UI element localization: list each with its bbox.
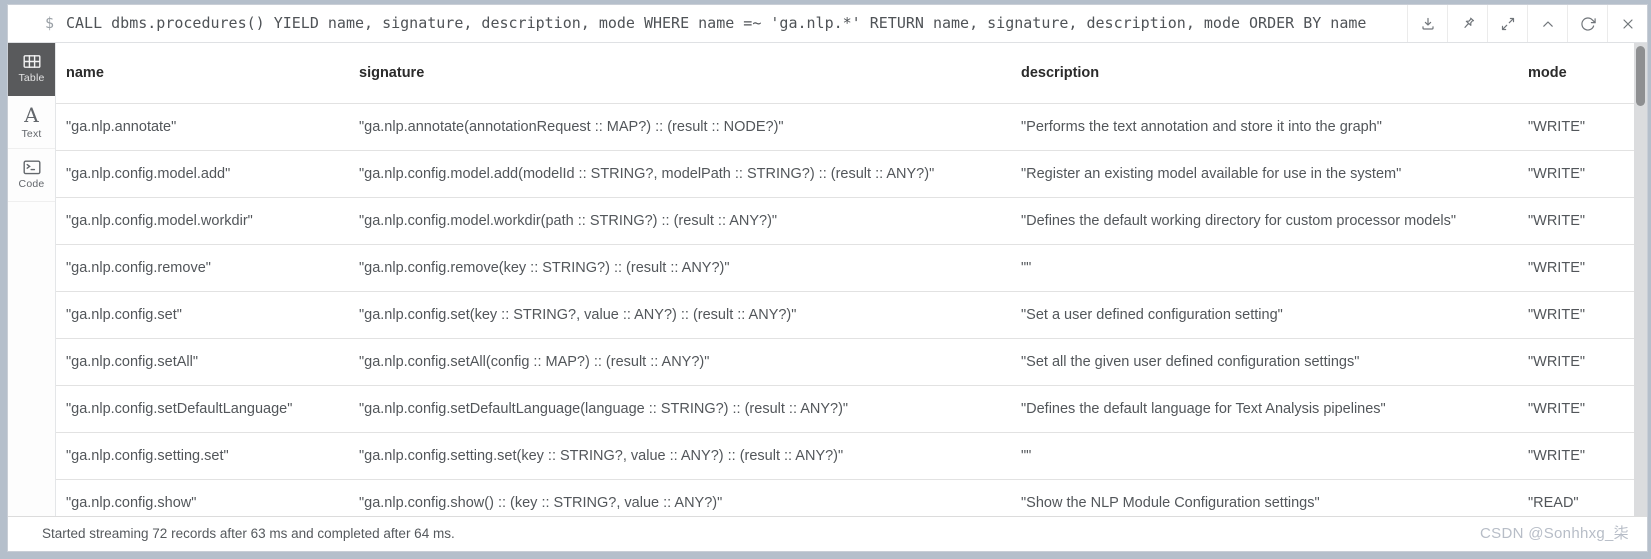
close-icon xyxy=(1622,18,1633,29)
result-frame: $ CALL dbms.procedures() YIELD name, sig… xyxy=(7,4,1648,552)
table-row: "ga.nlp.config.set" "ga.nlp.config.set(ke… xyxy=(56,291,1634,338)
table-cell: "ga.nlp.config.setAll(config :: MAP?) ::… xyxy=(359,354,710,370)
table-row: "ga.nlp.config.show" "ga.nlp.config.show(… xyxy=(56,479,1634,516)
table-cell: "Defines the default working directory f… xyxy=(1021,213,1457,229)
fullscreen-button[interactable] xyxy=(1487,5,1527,42)
table-cell: "WRITE" xyxy=(1528,119,1586,135)
column-header-description: description xyxy=(1021,65,1100,81)
table-cell: "ga.nlp.config.show" xyxy=(66,495,197,511)
table-cell: "WRITE" xyxy=(1528,448,1586,464)
stream-status-text: Started streaming 72 records after 63 ms… xyxy=(42,526,455,541)
table-cell: "ga.nlp.config.set(key :: STRING?, value… xyxy=(359,307,797,323)
column-header-signature: signature xyxy=(359,65,425,81)
collapse-icon xyxy=(1542,20,1553,27)
tab-label: Code xyxy=(18,178,45,190)
result-table-body: "ga.nlp.annotate" "ga.nlp.annotate(annota… xyxy=(56,103,1634,516)
download-icon xyxy=(1421,17,1434,30)
table-cell: "ga.nlp.config.setAll" xyxy=(66,354,199,370)
table-cell: "WRITE" xyxy=(1528,166,1586,182)
table-cell: "ga.nlp.config.model.add" xyxy=(66,166,231,182)
table-cell: "Set all the given user defined configur… xyxy=(1021,354,1360,370)
code-icon xyxy=(23,160,41,175)
view-mode-sidebar: Table A Text Code xyxy=(8,43,56,516)
close-button[interactable] xyxy=(1607,5,1647,42)
query-editor-bar: $ CALL dbms.procedures() YIELD name, sig… xyxy=(8,5,1647,43)
table-cell: "Set a user defined configuration settin… xyxy=(1021,307,1283,323)
table-cell: "ga.nlp.annotate" xyxy=(66,119,177,135)
table-cell: "Performs the text annotation and store … xyxy=(1021,119,1382,135)
pin-button[interactable] xyxy=(1447,5,1487,42)
watermark-text: CSDN @Sonhhxg_柒 xyxy=(1480,525,1629,542)
table-cell: "Defines the default language for Text A… xyxy=(1021,401,1386,417)
column-header-name: name xyxy=(66,65,104,81)
tab-table-view[interactable]: Table xyxy=(8,43,55,96)
table-cell: "Show the NLP Module Configuration setti… xyxy=(1021,495,1320,511)
vertical-scrollbar[interactable] xyxy=(1634,43,1647,516)
table-cell: "WRITE" xyxy=(1528,307,1586,323)
table-row: "ga.nlp.config.setDefaultLanguage" "ga.nl… xyxy=(56,385,1634,432)
table-cell: "ga.nlp.config.remove" xyxy=(66,260,211,276)
table-cell: "WRITE" xyxy=(1528,213,1586,229)
table-cell: "ga.nlp.config.show() :: (key :: STRING?… xyxy=(359,495,723,511)
table-cell: "ga.nlp.config.setDefaultLanguage" xyxy=(66,401,293,417)
table-cell: "ga.nlp.config.model.workdir" xyxy=(66,213,253,229)
cypher-query-input[interactable]: CALL dbms.procedures() YIELD name, signa… xyxy=(66,14,1367,32)
table-cell: "READ" xyxy=(1528,495,1579,511)
table-row: "ga.nlp.config.remove" "ga.nlp.config.rem… xyxy=(56,244,1634,291)
tab-label: Table xyxy=(18,72,45,84)
table-row: "ga.nlp.config.model.add" "ga.nlp.config.… xyxy=(56,150,1634,197)
table-cell: "ga.nlp.config.setting.set" xyxy=(66,448,229,464)
column-header-mode: mode xyxy=(1528,65,1567,81)
rerun-button[interactable] xyxy=(1567,5,1607,42)
table-cell: "ga.nlp.config.set" xyxy=(66,307,182,323)
table-cell: "WRITE" xyxy=(1528,354,1586,370)
download-button[interactable] xyxy=(1407,5,1447,42)
table-row: "ga.nlp.annotate" "ga.nlp.annotate(annota… xyxy=(56,103,1634,150)
table-cell: "" xyxy=(1021,260,1032,276)
frame-action-buttons xyxy=(1407,5,1647,42)
text-icon: A xyxy=(24,102,39,127)
table-icon xyxy=(23,55,41,68)
table-row: "ga.nlp.config.model.workdir" "ga.nlp.con… xyxy=(56,197,1634,244)
table-cell: "ga.nlp.config.setDefaultLanguage(langua… xyxy=(359,401,849,417)
table-cell: "ga.nlp.config.setting.set(key :: STRING… xyxy=(359,448,844,464)
table-row: "ga.nlp.config.setting.set" "ga.nlp.confi… xyxy=(56,432,1634,479)
table-cell: "ga.nlp.annotate(annotationRequest :: MA… xyxy=(359,119,784,135)
table-header-row: name signature description mode xyxy=(56,43,1634,103)
table-cell: "ga.nlp.config.remove(key :: STRING?) ::… xyxy=(359,260,730,276)
result-table: name signature description mode "ga.nlp.… xyxy=(56,43,1634,516)
table-cell: "ga.nlp.config.model.workdir(path :: STR… xyxy=(359,213,778,229)
table-row: "ga.nlp.config.setAll" "ga.nlp.config.set… xyxy=(56,338,1634,385)
status-bar: Started streaming 72 records after 63 ms… xyxy=(8,516,1647,551)
tab-label: Text xyxy=(21,127,42,140)
tab-code-view[interactable]: Code xyxy=(8,149,55,202)
table-cell: "WRITE" xyxy=(1528,401,1586,417)
table-cell: "" xyxy=(1021,448,1032,464)
tab-text-view[interactable]: A Text xyxy=(8,96,55,149)
prompt-symbol: $ xyxy=(45,14,55,32)
scrollbar-thumb[interactable] xyxy=(1636,46,1645,106)
rerun-icon xyxy=(1580,16,1596,31)
table-cell: "Register an existing model available fo… xyxy=(1021,166,1402,182)
pin-icon xyxy=(1463,17,1474,28)
fullscreen-icon xyxy=(1501,17,1514,30)
collapse-button[interactable] xyxy=(1527,5,1567,42)
table-cell: "ga.nlp.config.model.add(modelId :: STRI… xyxy=(359,166,935,182)
table-cell: "WRITE" xyxy=(1528,260,1586,276)
